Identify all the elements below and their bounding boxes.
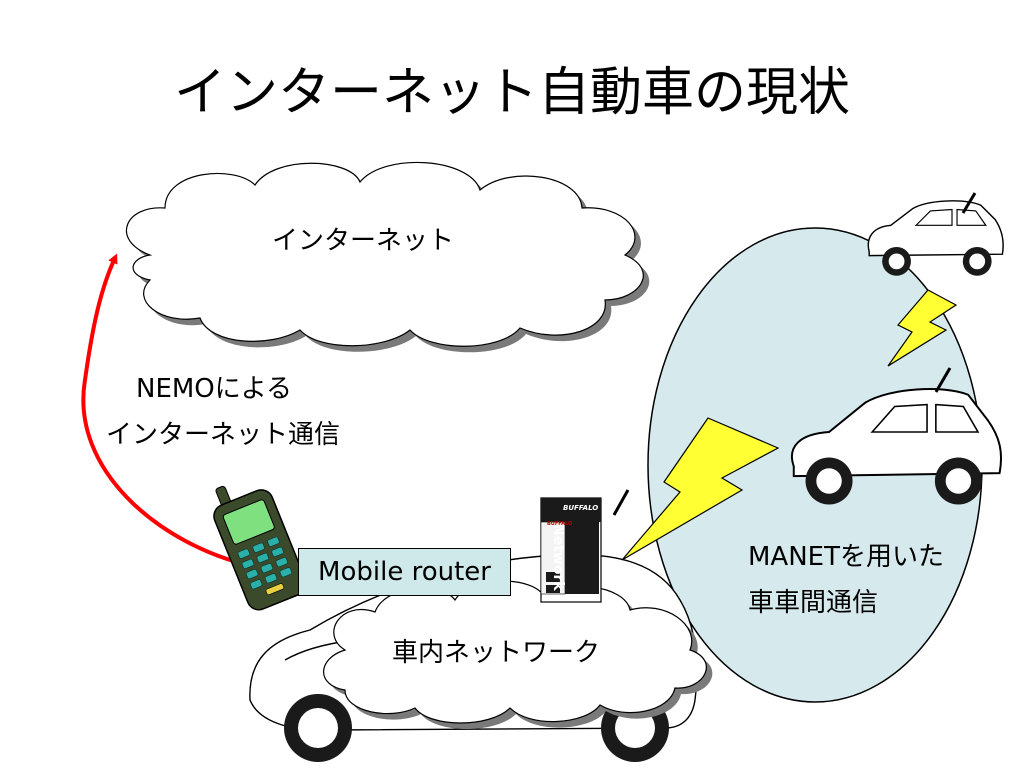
in-vehicle-network-label: 車内ネットワーク (392, 638, 601, 668)
nemo-label-line1: NEMOによる (136, 374, 292, 404)
car-icon (791, 388, 1003, 505)
nemo-arrow-icon (81, 253, 253, 568)
nemo-label-line2: インターネット通信 (106, 420, 341, 450)
car-wheel-left (284, 694, 352, 762)
mobile-router-box: Mobile router (298, 548, 511, 596)
antenna-icon (934, 367, 952, 393)
internet-cloud-icon (126, 161, 650, 353)
antenna-icon (612, 489, 630, 516)
internet-label: インターネット (272, 226, 455, 256)
card-brand-small-text: BUFFALO (547, 521, 573, 527)
card-product-text: Network (550, 524, 566, 591)
network-card-icon (540, 497, 602, 603)
mobile-phone-icon (213, 485, 307, 611)
lightning-icon (887, 289, 958, 367)
in-vehicle-cloud-icon (323, 580, 713, 729)
car-icon (867, 200, 1004, 276)
manet-label-line1: MANETを用いた (748, 542, 944, 572)
card-brand-text: BUFFALO (563, 504, 599, 512)
antenna-icon (961, 192, 977, 214)
manet-label-line2: 車車間通信 (748, 588, 879, 618)
lightning-icon (621, 417, 780, 561)
page-title: インターネット自動車の現状 (173, 63, 850, 123)
